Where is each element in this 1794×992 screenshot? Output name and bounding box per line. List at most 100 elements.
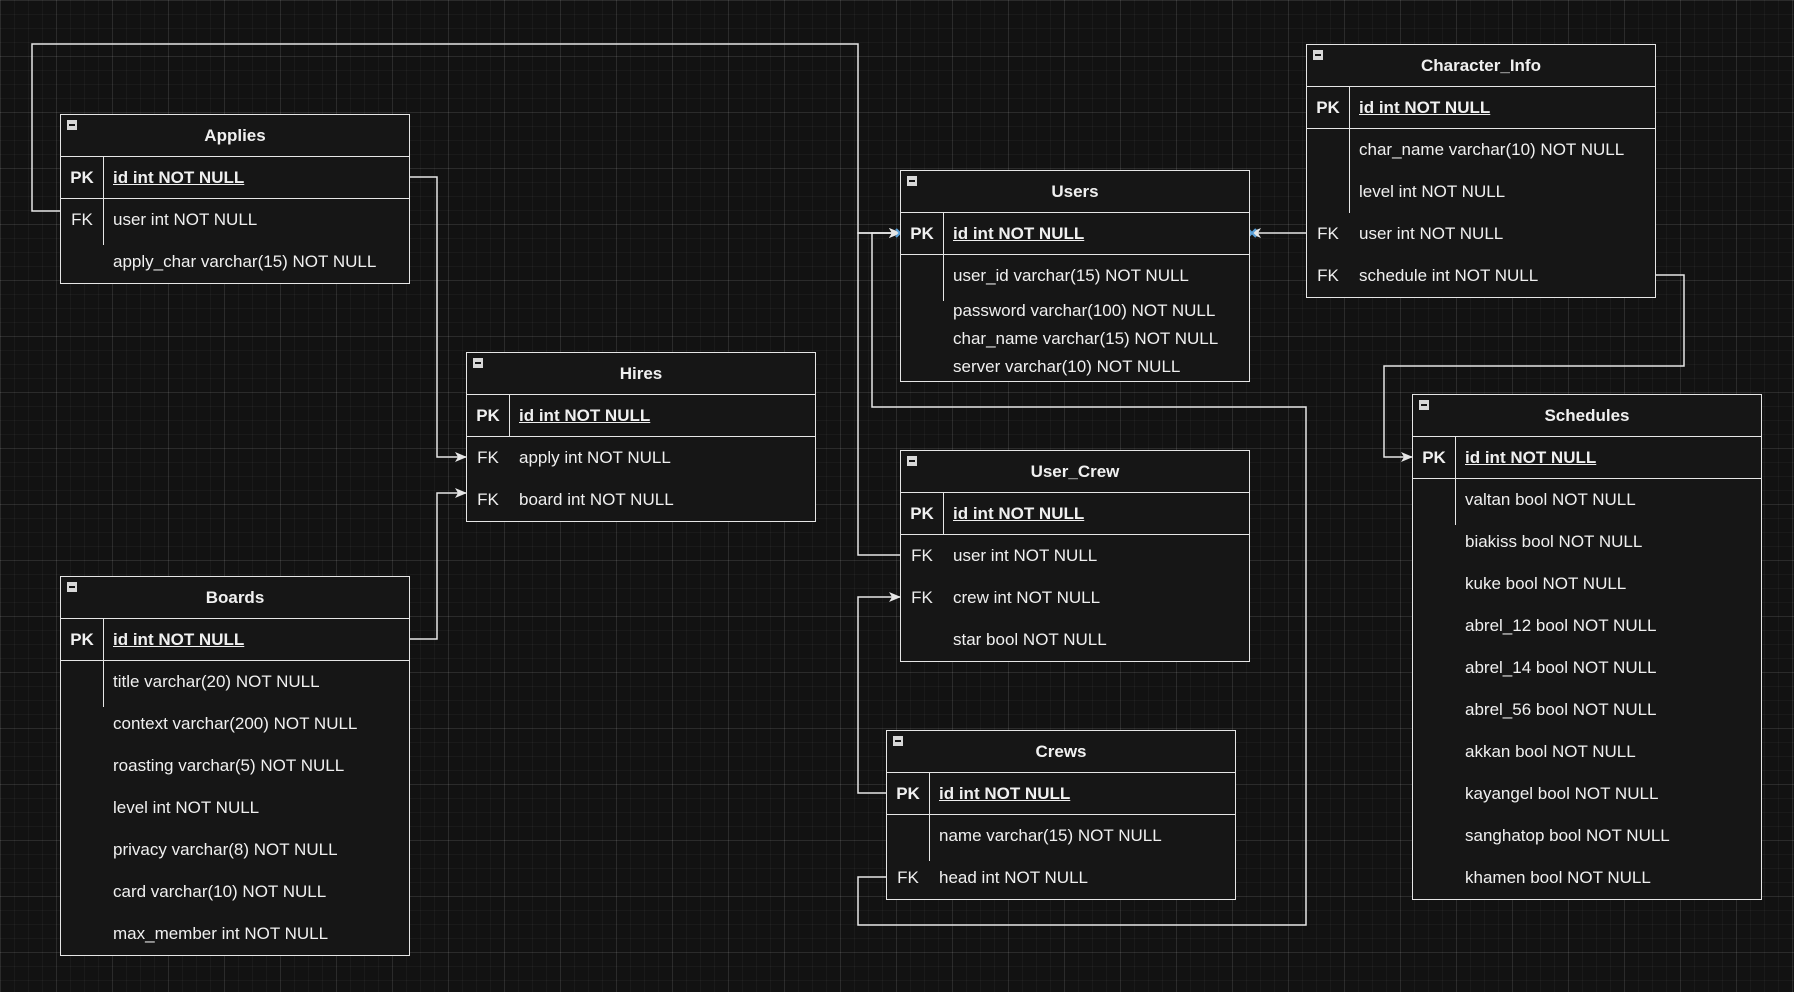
field-row[interactable]: card varchar(10) NOT NULL	[61, 871, 409, 913]
field-row[interactable]: FK head int NOT NULL	[887, 857, 1235, 899]
connector-user-crew-user-to-users-id[interactable]	[857, 228, 901, 556]
table-title: Crews	[1035, 741, 1087, 761]
table-title: Hires	[619, 363, 663, 383]
field-row[interactable]: max_member int NOT NULL	[61, 913, 409, 955]
key-label: PK	[70, 167, 94, 187]
field-row[interactable]: title varchar(20) NOT NULL	[61, 661, 409, 703]
field-row[interactable]: roasting varchar(5) NOT NULL	[61, 745, 409, 787]
collapse-icon[interactable]	[907, 456, 917, 466]
field-row[interactable]: password varchar(100) NOT NULL	[901, 297, 1249, 325]
key-label: PK	[1316, 97, 1340, 117]
key-label: PK	[896, 783, 920, 803]
field-label: id int NOT NULL	[519, 405, 651, 425]
primary-key-row[interactable]: PK id int NOT NULL	[467, 395, 815, 437]
field-row[interactable]: FK apply int NOT NULL	[467, 437, 815, 479]
collapse-icon[interactable]	[1419, 400, 1429, 410]
field-row[interactable]: level int NOT NULL	[61, 787, 409, 829]
field-row[interactable]: akkan bool NOT NULL	[1413, 731, 1761, 773]
key-column-divider	[943, 213, 944, 301]
table-header[interactable]: Users	[901, 171, 1249, 213]
table-header[interactable]: User_Crew	[901, 451, 1249, 493]
table-header[interactable]: Hires	[467, 353, 815, 395]
field-row[interactable]: char_name varchar(10) NOT NULL	[1307, 129, 1655, 171]
field-label: kayangel bool NOT NULL	[1465, 784, 1659, 803]
collapse-icon[interactable]	[893, 736, 903, 746]
field-label: head int NOT NULL	[939, 868, 1088, 887]
table-header[interactable]: Boards	[61, 577, 409, 619]
field-label: kuke bool NOT NULL	[1465, 574, 1627, 593]
connector-boards-id-to-hires-board[interactable]	[410, 488, 467, 640]
connector-applies-id-to-hires-apply[interactable]	[410, 176, 467, 462]
collapse-icon[interactable]	[1313, 50, 1323, 60]
field-row[interactable]: context varchar(200) NOT NULL	[61, 703, 409, 745]
key-column-divider	[509, 395, 510, 437]
field-row[interactable]: privacy varchar(8) NOT NULL	[61, 829, 409, 871]
field-row[interactable]: abrel_56 bool NOT NULL	[1413, 689, 1761, 731]
primary-key-row[interactable]: PK id int NOT NULL	[1307, 87, 1655, 129]
key-label: FK	[897, 868, 919, 887]
field-row[interactable]: valtan bool NOT NULL	[1413, 479, 1761, 521]
field-row[interactable]: char_name varchar(15) NOT NULL	[901, 325, 1249, 353]
table-title: Users	[1051, 181, 1099, 201]
key-label: FK	[477, 448, 499, 467]
field-label: id int NOT NULL	[1359, 97, 1491, 117]
key-label: PK	[476, 405, 500, 425]
field-label: name varchar(15) NOT NULL	[939, 826, 1162, 845]
field-label: user int NOT NULL	[113, 210, 258, 229]
field-row[interactable]: sanghatop bool NOT NULL	[1413, 815, 1761, 857]
collapse-icon[interactable]	[473, 358, 483, 368]
field-row[interactable]: user_id varchar(15) NOT NULL	[901, 255, 1249, 297]
field-row[interactable]: kuke bool NOT NULL	[1413, 563, 1761, 605]
field-label: crew int NOT NULL	[953, 588, 1101, 607]
table-header[interactable]: Character_Info	[1307, 45, 1655, 87]
field-label: card varchar(10) NOT NULL	[113, 882, 327, 901]
table-header[interactable]: Applies	[61, 115, 409, 157]
field-row[interactable]: biakiss bool NOT NULL	[1413, 521, 1761, 563]
field-label: server varchar(10) NOT NULL	[953, 357, 1181, 376]
table-header[interactable]: Schedules	[1413, 395, 1761, 437]
field-row[interactable]: khamen bool NOT NULL	[1413, 857, 1761, 899]
field-label: level int NOT NULL	[1359, 182, 1506, 201]
field-label: apply int NOT NULL	[519, 448, 671, 467]
collapse-icon[interactable]	[67, 120, 77, 130]
field-row[interactable]: kayangel bool NOT NULL	[1413, 773, 1761, 815]
field-label: max_member int NOT NULL	[113, 924, 329, 943]
field-label: abrel_56 bool NOT NULL	[1465, 700, 1657, 719]
field-row[interactable]: star bool NOT NULL	[901, 619, 1249, 661]
field-row[interactable]: abrel_12 bool NOT NULL	[1413, 605, 1761, 647]
field-row[interactable]: abrel_14 bool NOT NULL	[1413, 647, 1761, 689]
key-label: FK	[911, 546, 933, 565]
field-row[interactable]: level int NOT NULL	[1307, 171, 1655, 213]
table-title: Schedules	[1544, 405, 1630, 425]
field-label: char_name varchar(10) NOT NULL	[1359, 140, 1625, 159]
field-row[interactable]: apply_char varchar(15) NOT NULL	[61, 241, 409, 283]
field-label: sanghatop bool NOT NULL	[1465, 826, 1670, 845]
collapse-icon[interactable]	[907, 176, 917, 186]
field-row[interactable]: name varchar(15) NOT NULL	[887, 815, 1235, 857]
table-header[interactable]: Crews	[887, 731, 1235, 773]
field-row[interactable]: server varchar(10) NOT NULL	[901, 353, 1249, 381]
key-column-divider	[1349, 87, 1350, 213]
collapse-icon[interactable]	[67, 582, 77, 592]
field-label: id int NOT NULL	[1465, 447, 1597, 467]
